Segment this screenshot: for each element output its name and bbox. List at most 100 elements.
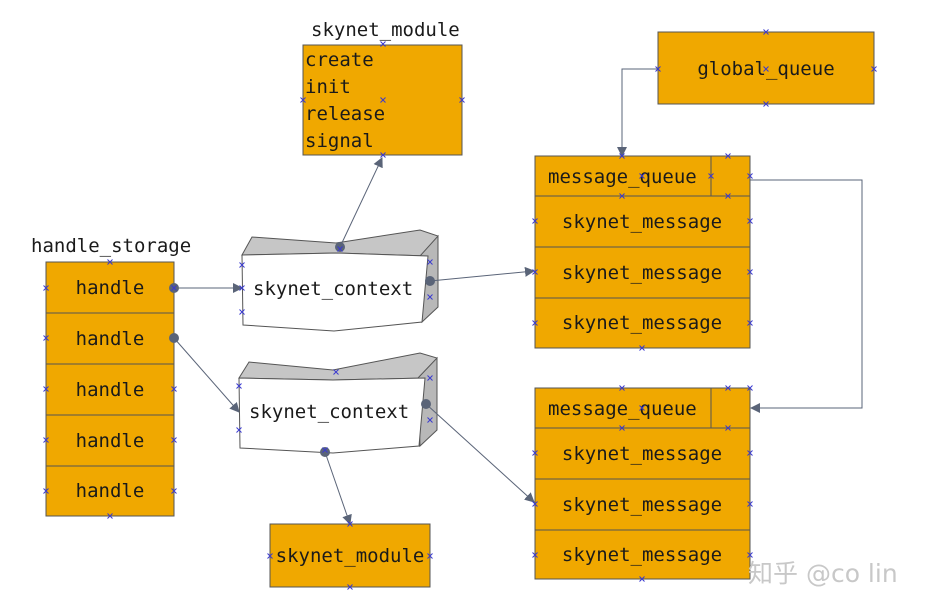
connection-point-x-icon: [107, 513, 113, 519]
handle-cell: [45, 465, 175, 517]
connection-point-x-icon: [236, 383, 242, 389]
connection-point-x-icon: [725, 153, 731, 159]
global-queue-box: [657, 31, 875, 105]
message-label: skynet_message: [562, 494, 722, 516]
connection-point-x-icon: [708, 173, 714, 179]
arrow-handle-to-context-bottom: [173, 337, 240, 413]
handle-label: handle: [76, 328, 145, 350]
connection-point-x-icon: [639, 345, 645, 351]
handle-label: handle: [76, 277, 145, 299]
arrow-context-to-module-bottom: [324, 451, 352, 525]
connection-point-x-icon: [171, 386, 177, 392]
connectors: [173, 68, 863, 525]
handle-label: handle: [76, 379, 145, 401]
connection-point-x-icon: [639, 405, 645, 411]
message-label: skynet_message: [562, 211, 722, 233]
handle-cell: [45, 414, 175, 467]
connection-point-x-icon: [239, 309, 245, 315]
connection-point-x-icon: [532, 320, 538, 326]
message-queue-bottom: message_queue skynet_message skynet_mess…: [534, 387, 751, 580]
module-item-release: release: [305, 103, 385, 125]
handle-cell: [45, 363, 175, 416]
connection-point-x-icon: [747, 385, 753, 391]
context-front-face: [238, 377, 426, 454]
connection-point-x-icon: [871, 66, 877, 72]
connection-point-x-icon: [43, 488, 49, 494]
connection-point-x-icon: [763, 29, 769, 35]
arrow-queue-top-to-queue-bottom: [750, 179, 863, 413]
connection-point-x-icon: [43, 386, 49, 392]
message-label: skynet_message: [562, 312, 722, 334]
connection-point-x-icon: [532, 501, 538, 507]
connection-point-x-icon: [337, 246, 343, 252]
skynet-context-bottom: skynet_context: [238, 352, 438, 454]
connection-point-x-icon: [380, 41, 386, 47]
connection-point-x-icon: [347, 584, 353, 590]
connection-point-x-icon: [43, 437, 49, 443]
watermark: 知乎 @co lin: [748, 559, 898, 588]
global-queue: global_queue: [657, 31, 875, 105]
queue-bottom-title: message_queue: [548, 398, 697, 420]
connection-point-x-icon: [763, 101, 769, 107]
arrow-context-to-queue-bottom: [425, 403, 535, 503]
connection-point-x-icon: [747, 173, 753, 179]
connector-dot: [169, 333, 179, 343]
connection-point-x-icon: [532, 218, 538, 224]
handle-storage-title: handle_storage: [31, 235, 191, 257]
connection-point-x-icon: [427, 259, 433, 265]
connection-point-x-icon: [107, 259, 113, 265]
connector-dot: [335, 242, 345, 252]
connection-point-x-icon: [747, 552, 753, 558]
connection-point-x-icon: [619, 193, 625, 199]
message-label: skynet_message: [562, 443, 722, 465]
skynet-module-top-title: skynet_module: [311, 19, 460, 41]
connection-point-x-icon: [236, 427, 242, 433]
connection-point-x-icon: [619, 385, 625, 391]
connection-point-markers: [43, 29, 877, 590]
message-label: skynet_message: [562, 262, 722, 284]
connection-point-x-icon: [639, 173, 645, 179]
connection-point-x-icon: [747, 501, 753, 507]
context-top-face: [238, 352, 438, 381]
skynet-module-bottom-label: skynet_module: [276, 545, 425, 567]
connection-point-x-icon: [725, 385, 731, 391]
connection-point-x-icon: [619, 153, 625, 159]
message-label: skynet_message: [562, 544, 722, 566]
message-queue-top: message_queue skynet_message skynet_mess…: [534, 155, 751, 349]
message-cell: [534, 478, 751, 531]
connection-point-x-icon: [747, 269, 753, 275]
arrow-context-to-module-top: [339, 157, 383, 248]
skynet-module-bottom: skynet_module: [269, 523, 431, 588]
connection-point-x-icon: [747, 320, 753, 326]
connection-point-x-icon: [239, 285, 245, 291]
handle-label: handle: [76, 480, 145, 502]
arrow-context-to-queue-top: [429, 266, 535, 282]
connection-point-x-icon: [427, 553, 433, 559]
connection-point-x-icon: [43, 285, 49, 291]
connection-point-x-icon: [267, 553, 273, 559]
connection-point-x-icon: [427, 417, 433, 423]
connection-point-x-icon: [747, 450, 753, 456]
connection-point-x-icon: [639, 576, 645, 582]
connection-point-x-icon: [459, 97, 465, 103]
handle-label: handle: [76, 430, 145, 452]
connection-point-x-icon: [532, 450, 538, 456]
connection-point-x-icon: [322, 447, 328, 453]
connection-point-x-icon: [427, 294, 433, 300]
connection-point-x-icon: [171, 285, 177, 291]
connection-point-x-icon: [619, 425, 625, 431]
connection-point-x-icon: [725, 425, 731, 431]
handle-cell: [45, 312, 175, 365]
context-front-face: [241, 252, 429, 332]
queue-top-title: message_queue: [548, 166, 697, 188]
context-top-label: skynet_context: [253, 278, 413, 300]
arrow-global-to-queue-top: [617, 68, 658, 157]
connection-point-x-icon: [380, 152, 386, 158]
context-bottom-label: skynet_context: [249, 401, 409, 423]
connection-point-x-icon: [300, 97, 306, 103]
skynet-module-top: skynet_module create init release signal: [302, 19, 463, 156]
module-item-init: init: [305, 76, 351, 98]
connection-point-x-icon: [725, 193, 731, 199]
message-cell: [534, 427, 751, 480]
